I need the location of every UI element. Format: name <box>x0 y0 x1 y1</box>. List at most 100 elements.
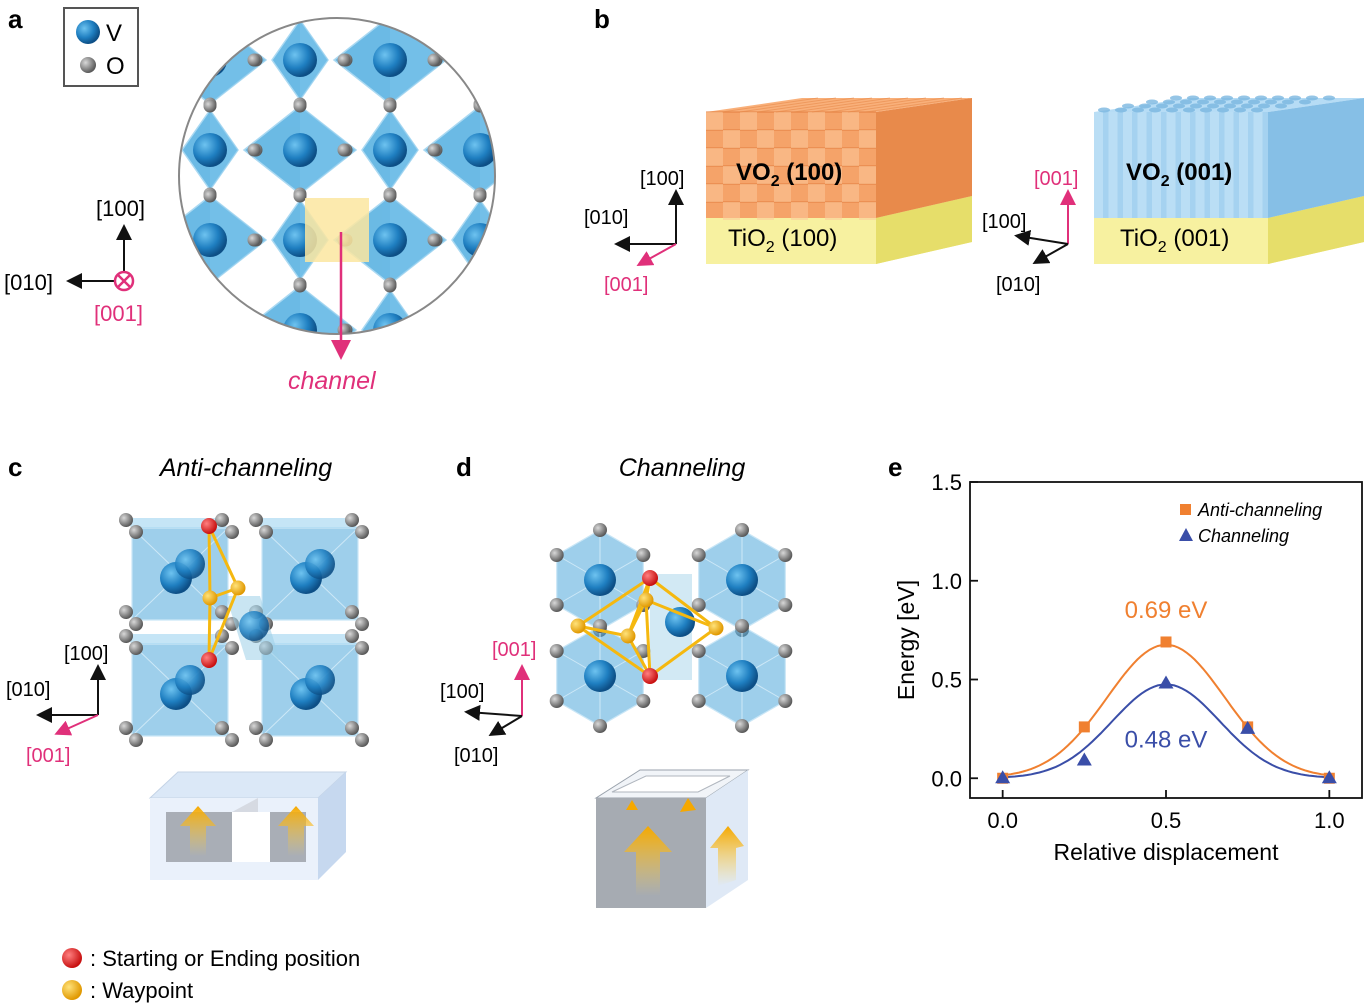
v-atom <box>103 133 137 167</box>
up-arrow-icon <box>180 806 216 856</box>
legend-v-label: V <box>106 20 122 47</box>
o-atom <box>129 525 143 539</box>
o-atom <box>427 233 441 247</box>
o-atom <box>429 323 443 334</box>
end-position <box>201 652 217 668</box>
o-atom <box>158 234 171 247</box>
up-arrow-icon <box>278 806 314 856</box>
o-atom <box>691 694 706 708</box>
migration-path <box>649 626 717 678</box>
o-atom <box>520 324 533 337</box>
film-stripes <box>706 97 963 220</box>
o-atom <box>160 234 173 247</box>
o-atom <box>293 279 307 293</box>
o-atom <box>778 548 793 562</box>
film-columns <box>1094 95 1335 218</box>
axes-b-right: [001] [100] [010] <box>982 168 1078 296</box>
up-arrow-icon <box>710 826 744 886</box>
o-atom <box>337 53 351 67</box>
migration-path <box>645 598 717 630</box>
o-atom <box>114 368 127 381</box>
migration-path <box>577 624 651 678</box>
o-atom <box>215 721 229 735</box>
v-atom <box>193 223 227 257</box>
o-atom <box>778 598 793 612</box>
barrier-anti-channeling-label: 0.69 eV <box>1125 597 1208 624</box>
o-atom <box>345 605 359 619</box>
o-atom <box>383 189 397 203</box>
migration-path <box>649 576 717 630</box>
site-legend: : Starting or Ending position : Waypoint <box>62 946 360 1003</box>
o-atom <box>247 53 261 67</box>
end-position <box>642 668 658 684</box>
o-atom <box>691 644 706 658</box>
o-atom <box>473 18 487 23</box>
v-atom <box>463 43 495 77</box>
legend-label: Anti-channeling <box>1197 500 1322 520</box>
v-atom <box>283 43 317 77</box>
y-tick-label: 1.0 <box>931 569 962 594</box>
v-atom <box>373 133 407 167</box>
o-atom <box>474 368 487 381</box>
o-atom <box>520 234 533 247</box>
o-atom <box>160 54 173 67</box>
anti-channeling-point <box>1078 721 1090 733</box>
o-atom <box>549 694 564 708</box>
vo6-octahedron <box>422 285 495 334</box>
o-atom <box>225 525 239 539</box>
o-atom <box>160 144 173 157</box>
axis-b2-100: [100] <box>982 211 1026 233</box>
o-atom <box>247 143 261 157</box>
o-atom <box>119 721 133 735</box>
vo6-octahedron <box>64 286 176 374</box>
v-atom <box>175 549 205 579</box>
film2-label: VO2 (001) <box>1126 159 1232 190</box>
axis-b1-100: [100] <box>640 168 684 190</box>
o-atom <box>355 733 369 747</box>
o-atom <box>735 619 749 633</box>
anti-channeling-structure <box>119 513 369 747</box>
v-atom <box>463 313 495 334</box>
channeling-point <box>1240 720 1256 734</box>
v-atom <box>305 665 335 695</box>
axes-c: [100] [010] [001] <box>6 643 108 767</box>
o-atom <box>337 143 351 157</box>
waypoint-label: : Waypoint <box>90 978 193 1003</box>
v-atom <box>726 660 758 692</box>
o-atom <box>473 189 487 203</box>
crystal-circle <box>64 17 533 381</box>
vo2-100-film: VO2 (100) TiO2 (100) <box>706 97 972 264</box>
panel-b: b [100] [010] [001] VO2 (100) TiO2 (100) <box>584 4 1364 296</box>
waypoint <box>570 618 586 634</box>
o-atom <box>68 234 81 247</box>
channel-box <box>594 769 750 908</box>
o-atom <box>383 18 397 23</box>
start-end-label: : Starting or Ending position <box>90 946 360 971</box>
axis-c-001: [001] <box>26 745 70 767</box>
channeling-point <box>1076 752 1092 766</box>
o-atom <box>345 629 359 643</box>
waypoint <box>708 620 724 636</box>
y-tick-label: 0.5 <box>931 668 962 693</box>
v-atom <box>726 564 758 596</box>
start-position <box>642 570 658 586</box>
o-atom <box>691 548 706 562</box>
v-atom <box>283 133 317 167</box>
legend-triangle-icon <box>1179 528 1193 541</box>
x-axis-label: Relative displacement <box>1053 839 1279 865</box>
v-atom-icon <box>76 20 100 44</box>
o-atom <box>355 641 369 655</box>
waypoint <box>620 628 636 644</box>
o-atom <box>203 189 217 203</box>
axes-b-left: [100] [010] [001] <box>584 168 684 296</box>
o-atom <box>247 323 261 334</box>
v-atom <box>373 43 407 77</box>
up-arrow-icon <box>624 826 672 896</box>
o-atom <box>735 523 749 537</box>
substrate1-label: TiO2 (100) <box>728 225 837 256</box>
o-atom <box>249 721 263 735</box>
v-atom <box>193 43 227 77</box>
axis-d-010: [010] <box>454 745 498 767</box>
o-atom <box>383 99 397 113</box>
